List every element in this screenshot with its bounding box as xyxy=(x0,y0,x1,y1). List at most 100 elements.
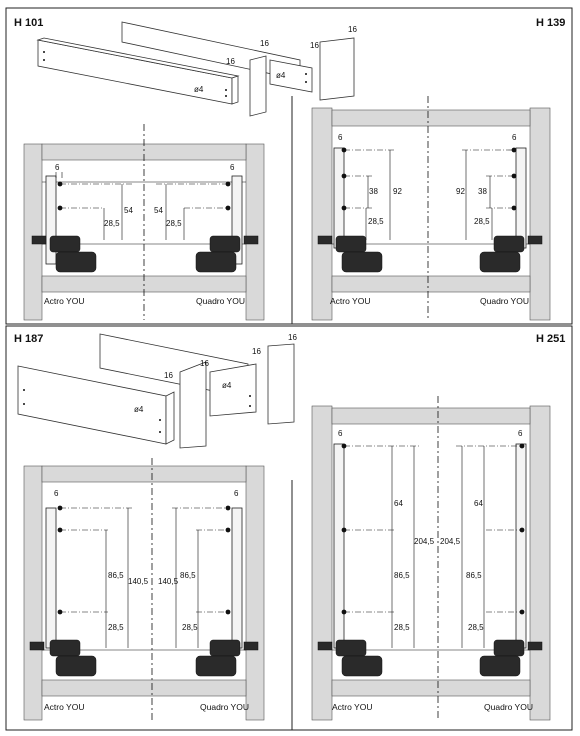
dimension-label: 38 xyxy=(478,187,487,196)
thickness-label: 16 xyxy=(310,41,319,50)
side-rail-left xyxy=(333,443,345,649)
dimension-label: 92 xyxy=(393,187,402,196)
runner-mechanism-right xyxy=(479,235,543,273)
side-rail-right xyxy=(515,147,527,249)
cabinet-wall-left xyxy=(23,143,43,321)
drawing-h251: 204,5 64 86,5 28,5 204,5 64 86,5 28,5 6 … xyxy=(311,396,551,721)
dimension-label: 54 xyxy=(124,206,133,215)
cabinet-wall-left xyxy=(23,465,43,721)
caption-actro: Actro YOU xyxy=(332,702,372,712)
side-panel-right xyxy=(319,37,355,101)
side-panel-left xyxy=(179,361,207,449)
side-rail-right xyxy=(515,443,527,649)
side-rail-left xyxy=(45,175,57,265)
dimension-label: 28,5 xyxy=(394,623,410,632)
thickness-label: 16 xyxy=(288,333,297,342)
thickness-label: 16 xyxy=(226,57,235,66)
runner-mechanism-left xyxy=(317,639,383,677)
side-rail-left xyxy=(333,147,345,249)
dimension-label: 28,5 xyxy=(182,623,198,632)
dimension-label: 86,5 xyxy=(394,571,410,580)
hole-diameter-label: ø4 xyxy=(276,71,286,80)
dimension-label: 204,5 xyxy=(440,537,461,546)
caption-actro: Actro YOU xyxy=(44,296,84,306)
exploded-panels: 16 16 16 16 ø4 ø4 xyxy=(36,21,357,117)
thickness-label: 16 xyxy=(200,359,209,368)
hole-diameter-label: ø4 xyxy=(134,405,144,414)
caption-quadro: Quadro YOU xyxy=(200,702,249,712)
dimension-label: 28,5 xyxy=(104,219,120,228)
panel-side-edge xyxy=(231,75,239,105)
dimension-label: 86,5 xyxy=(108,571,124,580)
caption-actro: Actro YOU xyxy=(330,296,370,306)
cabinet-wall-right xyxy=(529,107,551,321)
dimension-label: 86,5 xyxy=(466,571,482,580)
dimension-label: 54 xyxy=(154,206,163,215)
drawer-front-panel xyxy=(17,365,167,445)
section-bottom: H 187 H 251 16 16 16 16 ø4 ø4 xyxy=(5,325,573,731)
side-rail-left xyxy=(45,507,57,649)
offset-label: 6 xyxy=(55,163,60,172)
section-top: H 101 H 139 16 16 16 16 ø4 ø4 xyxy=(5,7,573,325)
runner-mechanism-right xyxy=(195,235,259,273)
offset-label: 6 xyxy=(230,163,235,172)
section-frame xyxy=(5,7,573,325)
dimension-label: 28,5 xyxy=(368,217,384,226)
runner-mechanism-left xyxy=(317,235,383,273)
caption-quadro: Quadro YOU xyxy=(196,296,245,306)
dimension-label: 28,5 xyxy=(468,623,484,632)
runner-mechanism-left xyxy=(29,639,97,677)
dimension-label: 28,5 xyxy=(474,217,490,226)
side-panel-left xyxy=(249,55,267,117)
side-panel-small xyxy=(269,59,313,93)
cabinet-wall-left xyxy=(311,107,333,321)
panel-side-edge xyxy=(165,391,175,445)
offset-label: 6 xyxy=(512,133,517,142)
hole-diameter-label: ø4 xyxy=(194,85,204,94)
side-rail-right xyxy=(231,175,243,265)
runner-mechanism-right xyxy=(195,639,259,677)
drawing-h187: 140,5 86,5 28,5 140,5 86,5 28,5 6 6 Actr… xyxy=(23,458,265,721)
cabinet-top xyxy=(331,109,531,127)
cabinet-bottom xyxy=(41,679,247,697)
offset-label: 6 xyxy=(54,489,59,498)
drawing-h101: 54 28,5 54 28,5 6 6 Actro YOU Quadro YOU xyxy=(23,124,265,321)
cabinet-top xyxy=(331,407,531,425)
section-frame xyxy=(5,325,573,731)
caption-quadro: Quadro YOU xyxy=(480,296,529,306)
side-rail-right xyxy=(231,507,243,649)
cabinet-bottom xyxy=(331,679,531,697)
section-code-right: H 251 xyxy=(536,333,565,345)
thickness-label: 16 xyxy=(260,39,269,48)
dimension-label: 86,5 xyxy=(180,571,196,580)
cabinet-top xyxy=(41,465,247,483)
dimension-label: 140,5 xyxy=(128,577,149,586)
offset-label: 6 xyxy=(234,489,239,498)
dimension-label: 64 xyxy=(474,499,483,508)
offset-label: 6 xyxy=(338,133,343,142)
cabinet-wall-left xyxy=(311,405,333,721)
dimension-label: 140,5 xyxy=(158,577,179,586)
dimension-label: 92 xyxy=(456,187,465,196)
side-panel-right xyxy=(267,343,295,425)
section-code-right: H 139 xyxy=(536,17,565,29)
side-panel-small xyxy=(209,363,257,417)
dimension-label: 38 xyxy=(369,187,378,196)
caption-quadro: Quadro YOU xyxy=(484,702,533,712)
cabinet-wall-right xyxy=(245,143,265,321)
cabinet-wall-right xyxy=(529,405,551,721)
dimension-label: 64 xyxy=(394,499,403,508)
thickness-label: 16 xyxy=(348,25,357,34)
runner-mechanism-right xyxy=(479,639,543,677)
cabinet-bottom xyxy=(331,275,531,293)
dimension-label: 28,5 xyxy=(166,219,182,228)
exploded-panels: 16 16 16 16 ø4 ø4 xyxy=(17,333,297,449)
cabinet-wall-right xyxy=(245,465,265,721)
dimension-label: 28,5 xyxy=(108,623,124,632)
thickness-label: 16 xyxy=(252,347,261,356)
runner-mechanism-left xyxy=(31,235,97,273)
thickness-label: 16 xyxy=(164,371,173,380)
drawing-h139: 92 38 28,5 92 38 28,5 6 6 Actro YOU Quad… xyxy=(311,96,551,321)
hole-diameter-label: ø4 xyxy=(222,381,232,390)
